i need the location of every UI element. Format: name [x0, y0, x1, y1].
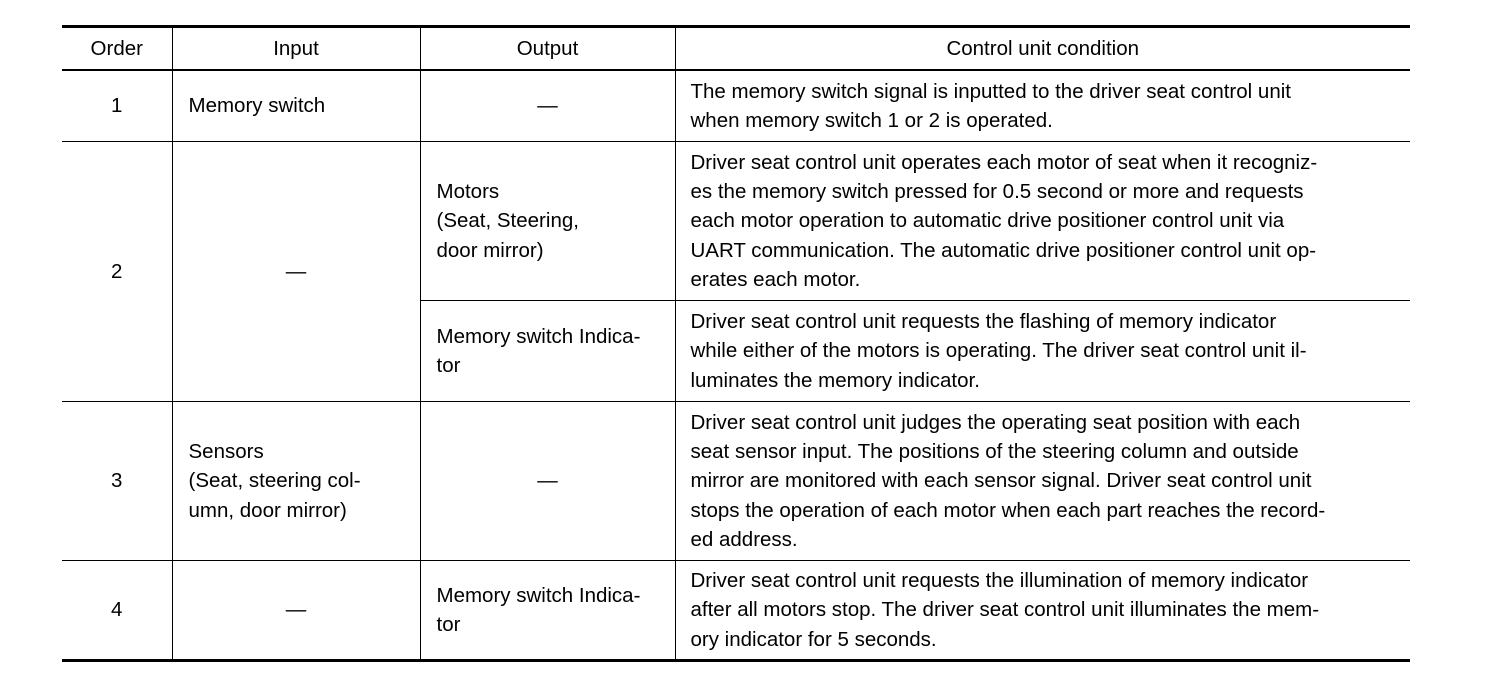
table-row: 4 — Memory switch Indica- tor Driver sea… [62, 560, 1410, 662]
input-text: Sensors (Seat, steering col- umn, door m… [188, 440, 361, 522]
header-order: Order [62, 25, 173, 71]
condition-cell: The memory switch signal is inputted to … [674, 70, 1410, 142]
table-row: 3 Sensors (Seat, steering col- umn, door… [62, 401, 1410, 561]
condition-text: Driver seat control unit judges the oper… [690, 410, 1326, 551]
order-cell: 4 [62, 560, 173, 662]
output-cell: Memory switch Indica- tor [420, 300, 676, 402]
header-row: Order Input Output Control unit conditio… [62, 25, 1410, 71]
condition-text: Driver seat control unit operates each m… [690, 150, 1318, 291]
order-cell: 1 [62, 70, 173, 142]
condition-cell: Driver seat control unit requests the il… [674, 560, 1410, 662]
output-cell: — [419, 70, 676, 142]
output-cell: Motors (Seat, Steering, door mirror) [419, 141, 676, 301]
condition-cell: Driver seat control unit requests the fl… [674, 300, 1410, 402]
output-cell: — [419, 401, 676, 561]
condition-text: Driver seat control unit requests the fl… [690, 310, 1307, 392]
condition-text: The memory switch signal is inputted to … [690, 79, 1291, 132]
order-cell: 3 [62, 401, 173, 561]
output-text: Memory switch Indica- tor [436, 324, 641, 377]
condition-cell: Driver seat control unit operates each m… [674, 141, 1410, 301]
table-row: 2 — Motors (Seat, Steering, door mirror)… [62, 141, 1410, 402]
table-body: 1 Memory switch — The memory switch sign… [62, 70, 1410, 662]
output-cell: Memory switch Indica- tor [419, 560, 676, 662]
header-output: Output [419, 25, 676, 71]
input-cell: — [171, 560, 421, 662]
condition-text: Driver seat control unit requests the il… [690, 569, 1320, 651]
header-input: Input [171, 25, 421, 71]
output-text: Memory switch Indica- tor [436, 583, 641, 636]
control-condition-table: Order Input Output Control unit conditio… [62, 25, 1410, 662]
order-cell: 2 [62, 141, 173, 402]
input-cell: Memory switch [171, 70, 421, 142]
input-cell: Sensors (Seat, steering col- umn, door m… [171, 401, 421, 561]
input-cell: — [171, 141, 421, 402]
table-row: 1 Memory switch — The memory switch sign… [62, 70, 1410, 142]
output-text: Motors (Seat, Steering, door mirror) [436, 180, 579, 262]
condition-cell: Driver seat control unit judges the oper… [674, 401, 1410, 561]
table-row: Memory switch Indica- tor Driver seat co… [62, 300, 1410, 402]
header-condition: Control unit condition [674, 25, 1410, 71]
table-header: Order Input Output Control unit conditio… [62, 25, 1410, 71]
